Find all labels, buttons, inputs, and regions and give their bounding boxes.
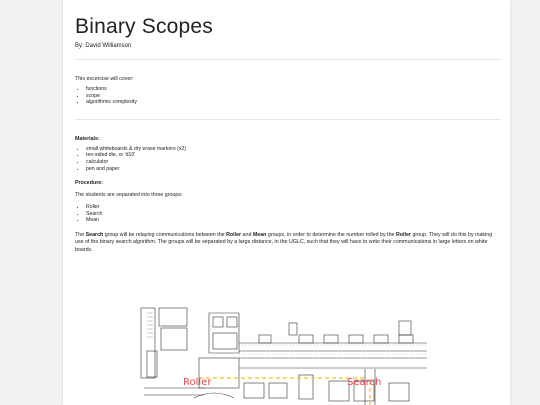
roller-bold: Roller [226, 231, 242, 238]
search-annotation: Search [347, 377, 381, 388]
intro-text: This excercise will cover: [75, 76, 134, 82]
floor-plan-figure: Roller Search [139, 303, 429, 405]
list-item: small whiteboards & dry erase markers (x… [86, 146, 501, 153]
list-item: Roller [86, 204, 501, 211]
roller-bold: Roller [395, 231, 411, 238]
divider [75, 118, 501, 120]
page-title: Binary Scopes [75, 15, 214, 38]
search-bold: Search [85, 231, 104, 238]
document-page: Binary Scopes By: David Williamson This … [63, 0, 510, 405]
list-item: functions [86, 86, 501, 93]
floor-plan-drawing: Roller Search [140, 307, 427, 405]
groups-list: Roller Search Mean [75, 204, 501, 224]
list-item: Search [86, 211, 501, 218]
materials-list: small whiteboards & dry erase markers (x… [75, 146, 501, 172]
list-item: pen and paper [86, 166, 501, 173]
materials-heading: Materials: [75, 135, 100, 142]
roller-annotation: Roller [183, 377, 212, 388]
mean-bold: Mean [252, 231, 267, 238]
cover-list: functions scope algorithmic complexity [75, 86, 501, 106]
procedure-intro: The students are separated into three gr… [75, 192, 183, 199]
procedure-paragraph: The Search group will be relaying commun… [75, 231, 493, 253]
list-item: algorithmic complexity [86, 99, 501, 106]
list-item: scope [86, 93, 501, 100]
divider [75, 59, 501, 60]
list-item: Mean [86, 217, 501, 224]
list-item: calculator [86, 159, 501, 166]
procedure-heading: Procedure: [75, 180, 103, 187]
byline: By: David Williamson [75, 43, 132, 49]
document-content: Binary Scopes By: David Williamson This … [75, 0, 501, 254]
list-item: ten-sided die, or 'd10' [86, 152, 501, 159]
